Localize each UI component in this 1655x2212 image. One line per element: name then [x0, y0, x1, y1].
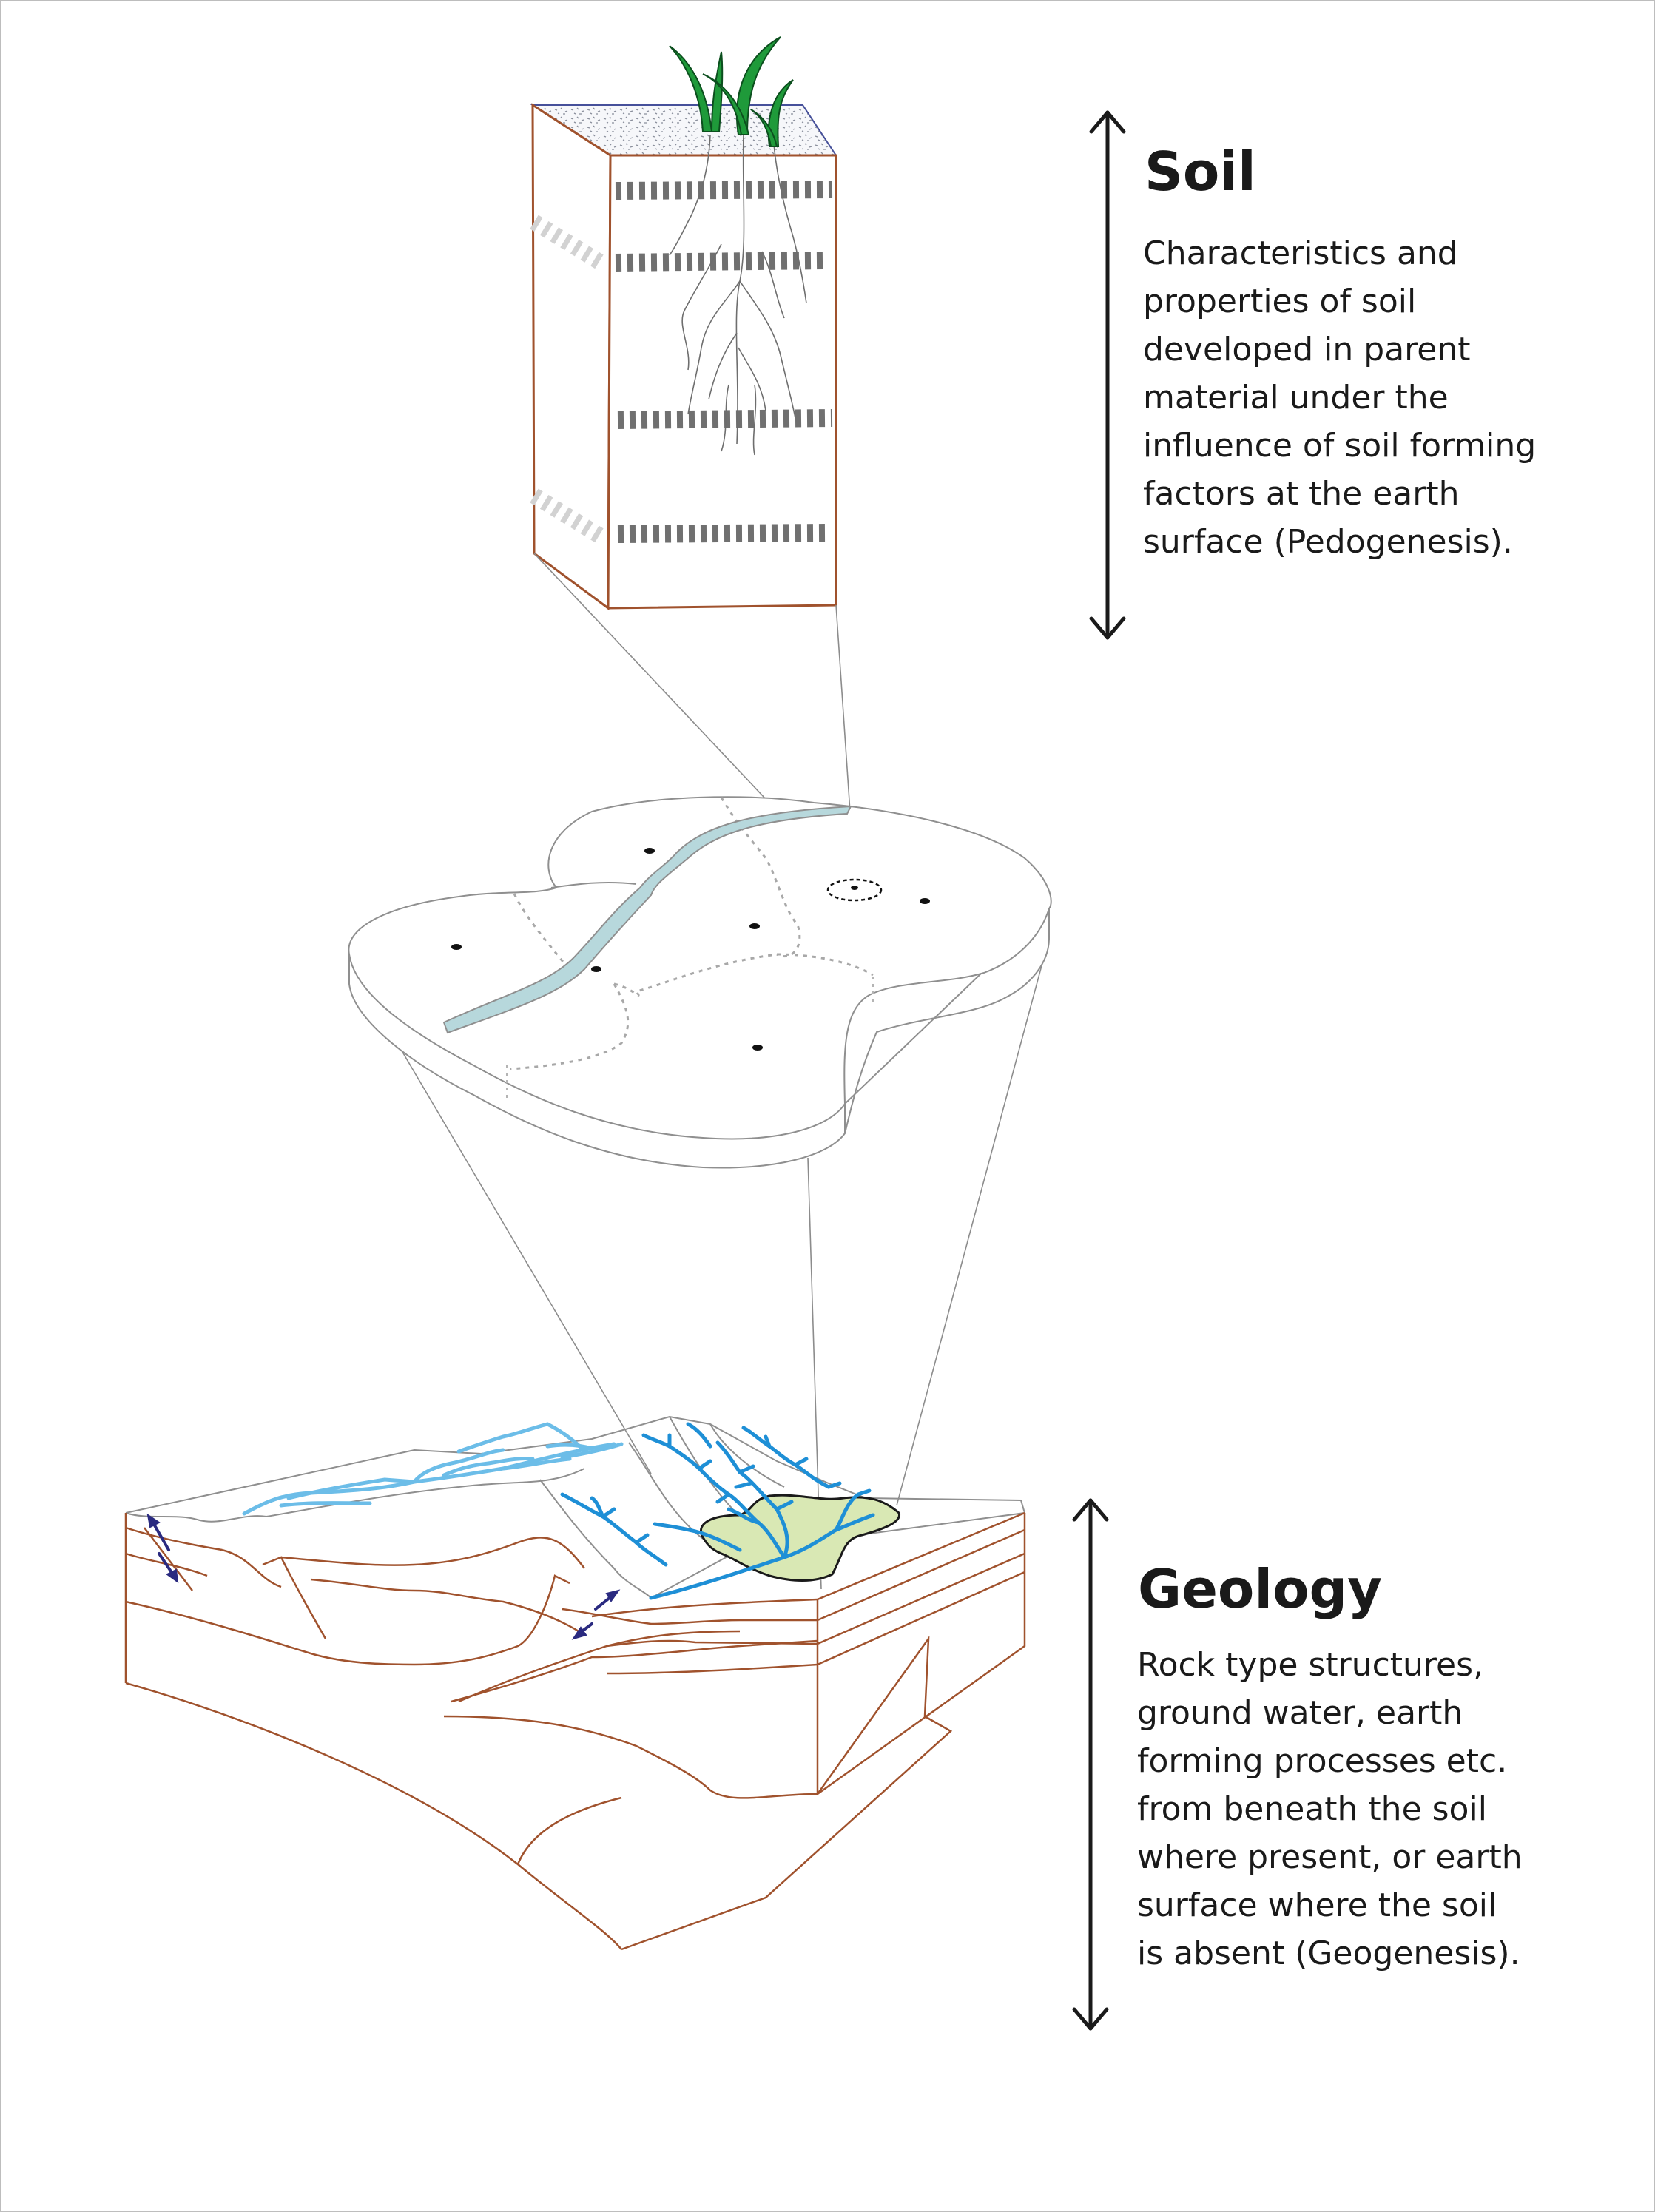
geology-desc-line: where present, or earth [1137, 1833, 1523, 1881]
soil-profile-block [533, 37, 836, 608]
soil-desc-line: properties of soil [1143, 277, 1536, 326]
fault-arrows [148, 1515, 618, 1639]
geology-block [126, 1417, 1025, 1949]
soil-desc-line: factors at the earth [1143, 470, 1536, 518]
soil-desc-line: developed in parent [1143, 326, 1536, 374]
geology-desc-line: surface where the soil [1137, 1881, 1523, 1929]
geology-scale-arrow [1074, 1500, 1107, 2029]
geology-description: Rock type structures, ground water, eart… [1137, 1641, 1523, 1977]
soil-scale-arrow [1091, 112, 1124, 638]
soil-description: Characteristics and properties of soil d… [1143, 229, 1536, 566]
geology-desc-line: forming processes etc. [1137, 1737, 1523, 1785]
geology-desc-line: ground water, earth [1137, 1689, 1523, 1737]
soil-heading: Soil [1145, 145, 1256, 198]
geology-heading: Geology [1138, 1562, 1382, 1616]
upland-rivers [244, 1424, 621, 1514]
rock-strata [126, 1513, 1025, 1949]
soil-desc-line: surface (Pedogenesis). [1143, 518, 1536, 566]
landscape-slab [348, 797, 1051, 1167]
geology-desc-line: from beneath the soil [1137, 1785, 1523, 1833]
geology-desc-line: Rock type structures, [1137, 1641, 1523, 1689]
soil-desc-line: Characteristics and [1143, 229, 1536, 277]
soil-desc-line: influence of soil forming [1143, 422, 1536, 470]
geology-desc-line: is absent (Geogenesis). [1137, 1929, 1523, 1977]
soil-desc-line: material under the [1143, 374, 1536, 422]
